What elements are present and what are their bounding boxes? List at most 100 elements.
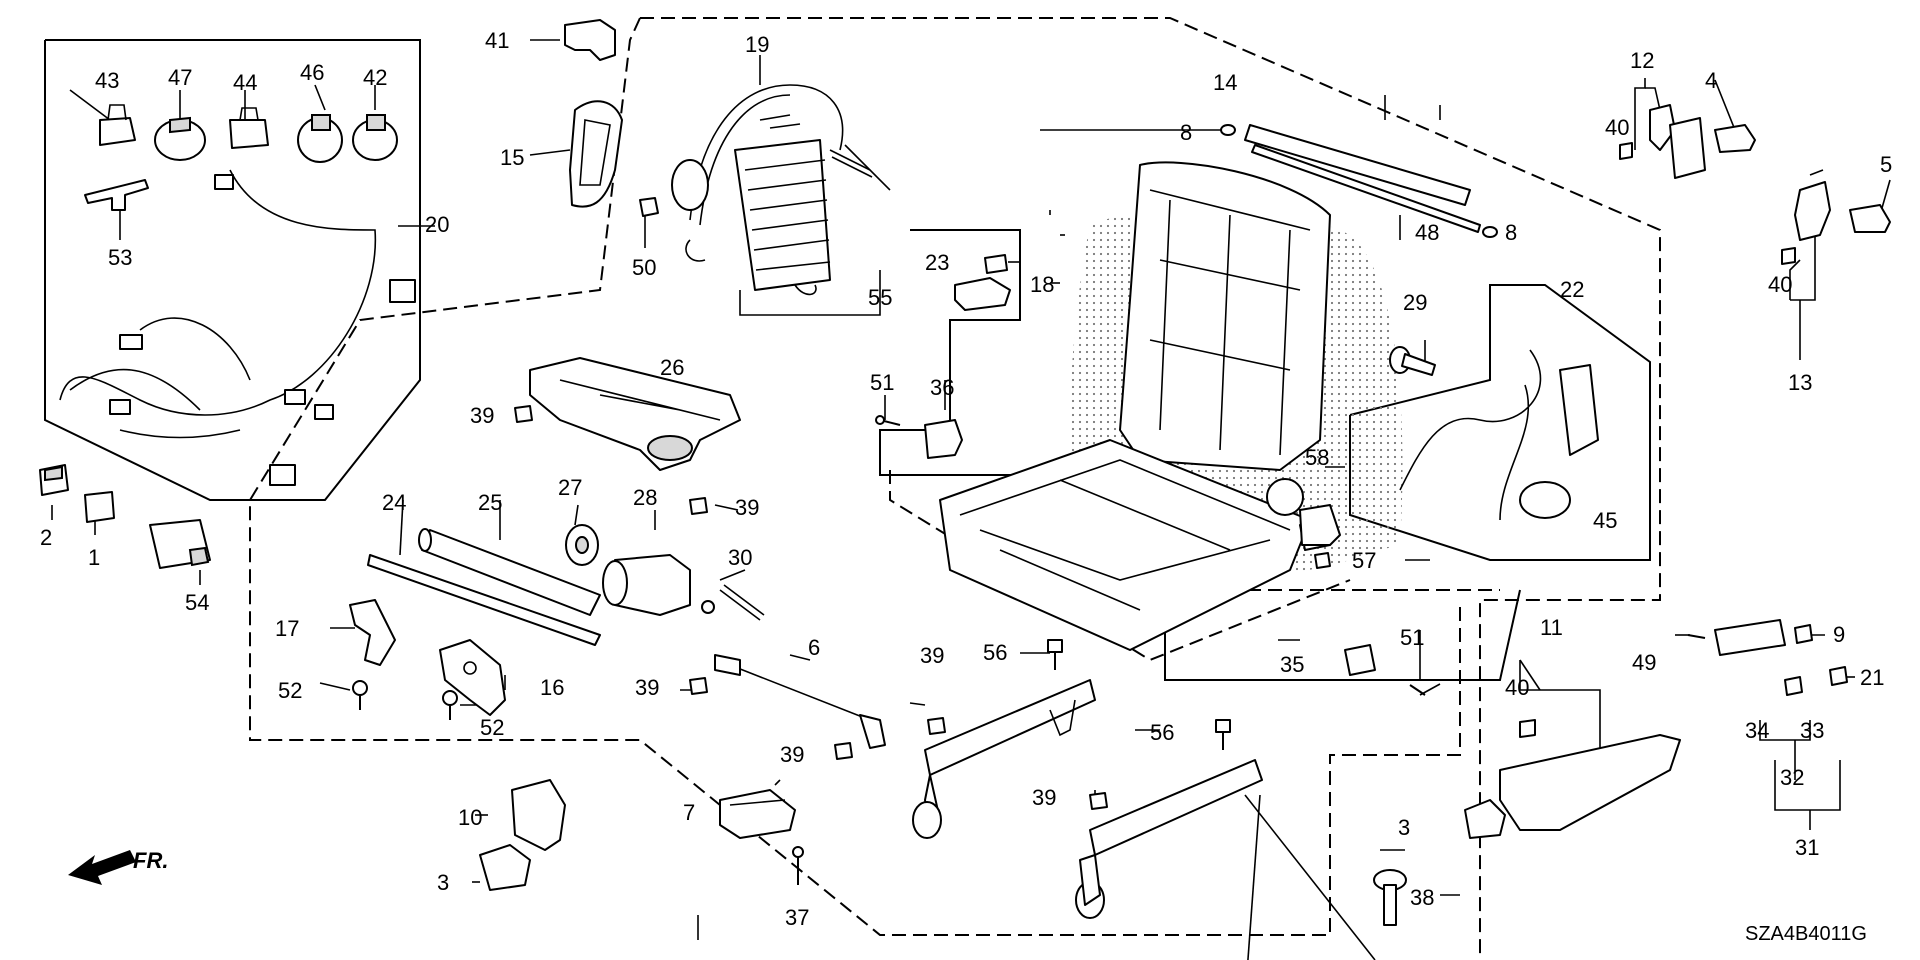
group-bracket-seatback xyxy=(879,229,1521,681)
callout-labels: 43 47 44 46 42 53 20 2 1 54 41 15 19 50 … xyxy=(40,28,1892,930)
callout-8b: 8 xyxy=(1505,220,1517,245)
switch-34-part xyxy=(1714,619,1786,656)
front-direction-arrow: FR. xyxy=(68,848,168,885)
callout-9: 9 xyxy=(1833,622,1845,647)
callout-6: 6 xyxy=(808,635,820,660)
bracket-17-part xyxy=(349,599,396,666)
bracket-12-part xyxy=(1649,104,1706,179)
callout-52a: 52 xyxy=(278,678,302,703)
nut-39b-part xyxy=(689,497,708,515)
callout-55: 55 xyxy=(868,285,892,310)
callout-16: 16 xyxy=(540,675,564,700)
cover-15-part xyxy=(569,100,623,208)
callout-40a: 40 xyxy=(1605,115,1629,140)
cover-11-part xyxy=(1499,734,1681,831)
callout-28: 28 xyxy=(633,485,657,510)
screw-49-part xyxy=(1687,634,1706,639)
clip-47-part xyxy=(154,116,206,161)
callout-21: 21 xyxy=(1860,665,1884,690)
bolt-52a-part xyxy=(352,680,368,710)
callout-39b: 39 xyxy=(735,495,759,520)
callout-36: 36 xyxy=(930,375,954,400)
callout-33: 33 xyxy=(1800,718,1824,743)
callout-56b: 56 xyxy=(1150,720,1174,745)
clip-23-part xyxy=(984,254,1008,274)
callout-52b: 52 xyxy=(480,715,504,740)
callout-1: 1 xyxy=(88,545,100,570)
clip-40c-part xyxy=(1781,247,1796,265)
callout-43: 43 xyxy=(95,68,119,93)
cap-3b-part xyxy=(1464,799,1506,839)
callout-19: 19 xyxy=(745,32,769,57)
clip-35-part xyxy=(1344,644,1376,676)
nut-39c-part xyxy=(689,677,708,695)
cable-6-part xyxy=(714,654,886,749)
bolt-52b-part xyxy=(442,690,458,720)
rod-48-part xyxy=(1244,124,1481,233)
leader-lines xyxy=(51,39,1891,960)
callout-30: 30 xyxy=(728,545,752,570)
callout-3a: 3 xyxy=(437,870,449,895)
callout-2: 2 xyxy=(40,525,52,550)
callout-50: 50 xyxy=(632,255,656,280)
callout-41: 41 xyxy=(485,28,509,53)
bracket-16-part xyxy=(439,639,506,716)
callout-29: 29 xyxy=(1403,290,1427,315)
nut-39e-part xyxy=(927,717,946,735)
cover-10-part xyxy=(511,779,566,851)
screw-51b-part xyxy=(1409,684,1426,696)
rail-left-part xyxy=(912,679,1096,839)
nut-39d-part xyxy=(834,742,853,760)
callout-39c: 39 xyxy=(635,675,659,700)
cap-3a-part xyxy=(479,844,531,891)
callout-15: 15 xyxy=(500,145,524,170)
callout-34: 34 xyxy=(1745,718,1769,743)
cap-5-part xyxy=(1849,204,1891,233)
nut-57-part xyxy=(1314,552,1331,569)
clip-46-part xyxy=(297,114,343,163)
clip-44-part xyxy=(229,107,269,149)
front-direction-label: FR. xyxy=(133,848,168,873)
callout-31: 31 xyxy=(1795,835,1819,860)
clip-36-part xyxy=(924,419,963,459)
callout-46: 46 xyxy=(300,60,324,85)
tube-25-part xyxy=(418,528,601,616)
callout-20: 20 xyxy=(425,212,449,237)
callout-11: 11 xyxy=(1540,615,1563,640)
callout-5: 5 xyxy=(1880,152,1892,177)
harness-22-part xyxy=(1399,349,1599,521)
bolt-38-part xyxy=(1373,869,1407,926)
lumbar-support-19-part xyxy=(671,84,891,296)
callout-39f: 39 xyxy=(1032,785,1056,810)
callout-27: 27 xyxy=(558,475,582,500)
bolt-56a-part xyxy=(1047,639,1063,670)
bolt-29-part xyxy=(1389,346,1436,376)
wire-harness-20-part xyxy=(59,169,416,486)
callout-39a: 39 xyxy=(470,403,494,428)
callout-48: 48 xyxy=(1415,220,1439,245)
clip-42-part xyxy=(352,114,398,161)
callout-40b: 40 xyxy=(1505,675,1529,700)
group-bracket-harness xyxy=(44,39,421,501)
spring-30-part xyxy=(719,584,765,621)
callout-58: 58 xyxy=(1305,445,1329,470)
gear-27-part xyxy=(565,524,599,566)
clip-43-part xyxy=(99,104,136,146)
knob-33-part xyxy=(1784,676,1803,696)
cap-4-part xyxy=(1714,124,1756,153)
callout-8a: 8 xyxy=(1180,120,1192,145)
bolt-37-part xyxy=(792,846,804,885)
bracket-26-part xyxy=(529,357,741,471)
washer-8b-part xyxy=(1482,226,1498,238)
callout-12: 12 xyxy=(1630,48,1654,73)
callout-44: 44 xyxy=(233,70,257,95)
nut-50-part xyxy=(639,197,659,217)
callout-57: 57 xyxy=(1352,548,1376,573)
switch-2-part xyxy=(39,464,69,496)
switch-1-part xyxy=(84,491,115,523)
callout-13: 13 xyxy=(1788,370,1812,395)
bracket-18-part xyxy=(954,277,1011,311)
callout-24: 24 xyxy=(382,490,406,515)
callout-3b: 3 xyxy=(1398,815,1410,840)
callout-26: 26 xyxy=(660,355,684,380)
